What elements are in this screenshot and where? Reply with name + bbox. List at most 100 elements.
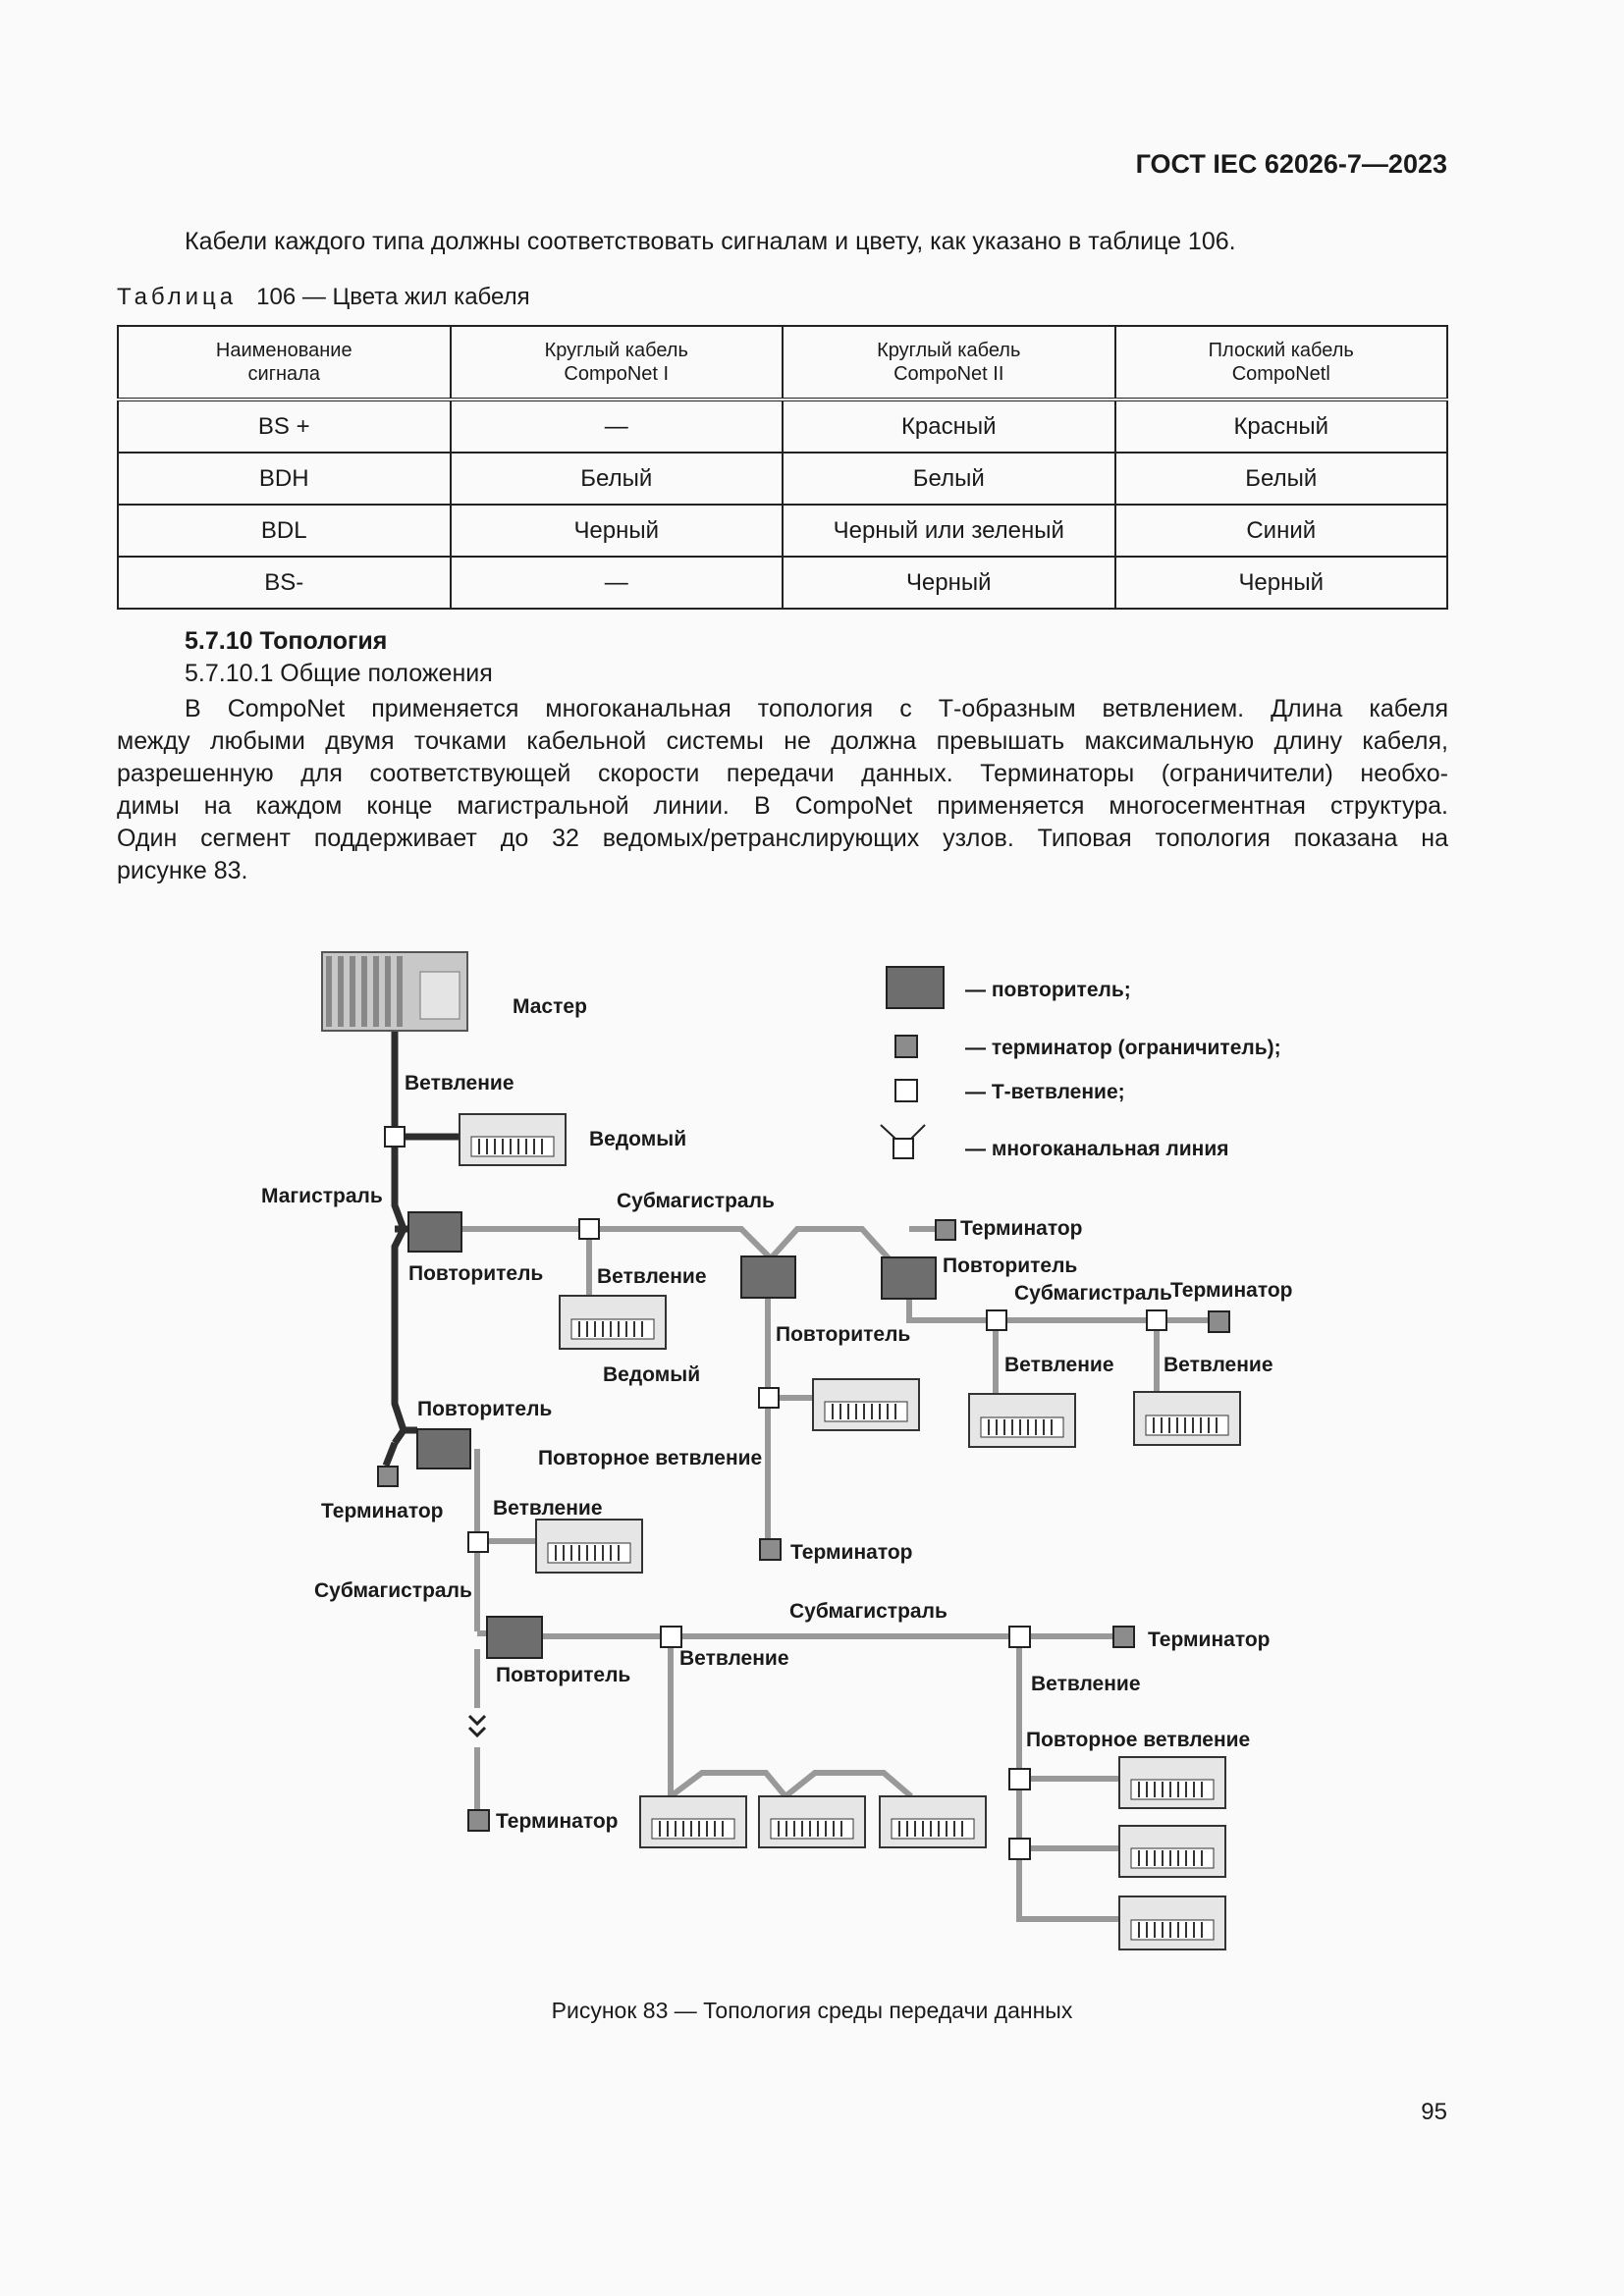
- table-cell: Черный или зеленый: [782, 504, 1116, 558]
- label-terminator: Терминатор: [321, 1500, 443, 1522]
- slave-device-10: [1118, 1756, 1226, 1809]
- table-cell: BDH: [117, 452, 452, 506]
- terminator-4: [759, 1538, 782, 1561]
- table-cell: Белый: [782, 452, 1116, 506]
- legend-repeater-label: — повторитель;: [965, 979, 1131, 1001]
- legend-repeater-icon: [886, 966, 945, 1009]
- tee-3: [758, 1387, 780, 1409]
- multidrop-break-icon: [467, 1714, 487, 1738]
- label-sub-branch: Повторное ветвление: [1026, 1729, 1250, 1751]
- table-row: BS + — Красный Красный: [117, 399, 1448, 454]
- tee-9: [1008, 1768, 1031, 1790]
- sub-branch-trunk-line: [1016, 1636, 1119, 1922]
- multidrop-line: [669, 1770, 913, 1801]
- terminator-3: [377, 1466, 399, 1487]
- topology-paragraph: В CompoNet применяется многоканальная то…: [117, 693, 1448, 887]
- repeater-2: [740, 1255, 796, 1299]
- table-row: BDL Черный Черный или зеленый Синий: [117, 504, 1448, 558]
- table-row: BS- — Черный Черный: [117, 556, 1448, 610]
- tee-8: [1008, 1626, 1031, 1648]
- label-master: Мастер: [513, 995, 587, 1018]
- slave-device-2: [559, 1295, 667, 1350]
- table-cell: Белый: [1113, 452, 1448, 506]
- label-repeater: Повторитель: [943, 1255, 1077, 1277]
- terminator-2: [1208, 1310, 1230, 1333]
- repeater-3: [881, 1256, 937, 1300]
- figure-labels: Мастер Ветвление Ведомый Магистраль Субм…: [261, 995, 1292, 1833]
- label-repeater: Повторитель: [417, 1398, 552, 1420]
- column-header-signal: Наименование сигнала: [117, 325, 452, 401]
- paragraph-line: Один сегмент поддерживает до 32 ведомых/…: [117, 825, 1448, 852]
- paragraph-line: рисунке 83.: [117, 857, 248, 884]
- slave-device-3: [812, 1378, 920, 1431]
- label-branch: Ветвление: [493, 1497, 603, 1520]
- repeater-4: [416, 1428, 471, 1469]
- legend: — повторитель; — терминатор (ограничител…: [880, 966, 1281, 1160]
- label-branch: Ветвление: [679, 1647, 789, 1670]
- slave-device-11: [1118, 1825, 1226, 1878]
- label-branch: Ветвление: [1004, 1354, 1114, 1376]
- table-caption-word: Таблица: [117, 284, 238, 310]
- table-cell: BS +: [117, 399, 452, 454]
- label-sub-branch: Повторное ветвление: [538, 1447, 762, 1469]
- label-terminator: Терминатор: [1170, 1279, 1292, 1302]
- label-branch: Ветвление: [597, 1265, 707, 1288]
- table-cell: —: [449, 556, 784, 610]
- figure-caption: Рисунок 83 — Топология среды передачи да…: [551, 1998, 1073, 2023]
- label-trunk: Магистраль: [261, 1185, 383, 1207]
- table-cell: Черный: [449, 504, 784, 558]
- legend-multidrop-icon: [880, 1124, 926, 1159]
- paragraph-line: разрешенную для соответствующей скорости…: [117, 760, 1448, 787]
- slave-devices: [459, 1113, 1241, 1950]
- intro-paragraph: Кабели каждого типа должны соответствова…: [185, 228, 1236, 255]
- column-header-flat-cable: Плоский кабель CompoNetl: [1113, 325, 1448, 401]
- table-cell: Синий: [1113, 504, 1448, 558]
- master-plc-icon: [321, 951, 468, 1032]
- tee-7: [660, 1626, 682, 1648]
- tee-6: [467, 1531, 489, 1553]
- slave-device-7: [639, 1795, 747, 1848]
- slave-device-9: [879, 1795, 987, 1848]
- label-repeater: Повторитель: [496, 1664, 630, 1686]
- table-cell: BDL: [117, 504, 452, 558]
- terminator-6: [467, 1809, 490, 1832]
- tee-10: [1008, 1838, 1031, 1860]
- tee-2: [578, 1218, 600, 1240]
- legend-terminator-icon: [894, 1035, 918, 1058]
- terminator-1: [935, 1219, 956, 1241]
- slave-device-8: [758, 1795, 866, 1848]
- trunk-to-terminator-line: [382, 1441, 399, 1468]
- slave-device-1: [459, 1113, 567, 1166]
- slave-device-6: [535, 1519, 643, 1574]
- paragraph-line: димы на каждом конце магистральной линии…: [117, 792, 1448, 820]
- slave-device-5: [1133, 1391, 1241, 1446]
- repeater-1: [407, 1211, 462, 1253]
- table-cell: —: [449, 399, 784, 454]
- label-slave: Ведомый: [589, 1128, 686, 1150]
- slave-device-12: [1118, 1896, 1226, 1950]
- tee-5: [1146, 1309, 1167, 1331]
- label-subtrunk: Субмагистраль: [1014, 1282, 1172, 1305]
- table-cell: BS-: [117, 556, 452, 610]
- label-terminator: Терминатор: [960, 1217, 1082, 1240]
- legend-multidrop-label: — многоканальная линия: [965, 1138, 1229, 1160]
- repeater-5: [486, 1616, 543, 1659]
- table-row: BDH Белый Белый Белый: [117, 452, 1448, 506]
- label-repeater: Повторитель: [408, 1262, 543, 1285]
- label-slave: Ведомый: [603, 1363, 700, 1386]
- section-title: 5.7.10 Топология: [185, 627, 388, 655]
- label-branch: Ветвление: [1031, 1673, 1141, 1695]
- page-number: 95: [1421, 2099, 1447, 2125]
- table-cell: Красный: [1113, 399, 1448, 454]
- subsection-title: 5.7.10.1 Общие положения: [185, 660, 493, 687]
- tee-1: [384, 1126, 406, 1148]
- table-header-row: Наименование сигнала Круглый кабель Comp…: [117, 325, 1448, 401]
- terminator-5: [1112, 1626, 1135, 1648]
- label-subtrunk: Субмагистраль: [617, 1190, 775, 1212]
- legend-terminator-label: — терминатор (ограничитель);: [965, 1037, 1281, 1059]
- table-cell: Белый: [449, 452, 784, 506]
- label-terminator: Терминатор: [790, 1541, 912, 1564]
- repeater-icons: [407, 1211, 937, 1659]
- legend-tee-label: — Т-ветвление;: [965, 1081, 1125, 1103]
